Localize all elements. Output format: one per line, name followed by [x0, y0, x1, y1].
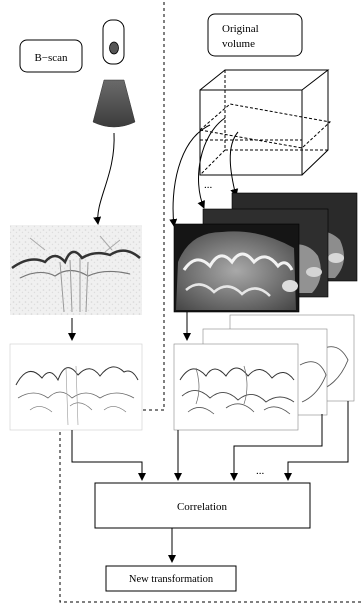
mri-front-slice	[174, 224, 299, 312]
original-volume-label-line1: Original	[222, 23, 259, 35]
mri-front-edge-map	[174, 344, 298, 430]
new-transformation-label: New transformation	[129, 574, 214, 585]
volume-ellipsis: ...	[204, 179, 213, 191]
bscan-edge-map	[10, 344, 142, 430]
mri-edge-map-stack	[174, 315, 354, 430]
slices-ellipsis: ...	[256, 465, 265, 477]
arrow-probe-to-bscan	[98, 133, 114, 224]
correlation-box: Correlation	[95, 483, 310, 528]
original-volume-label-box: Original volume	[208, 14, 302, 56]
mri-slice-stack	[174, 193, 357, 312]
ultrasound-bscan-image	[10, 225, 142, 315]
ultrasound-probe-icon	[93, 20, 135, 127]
original-volume-label-line2: volume	[222, 38, 255, 50]
correlation-label: Correlation	[177, 501, 228, 513]
bscan-label: B−scan	[34, 52, 68, 64]
bscan-label-box: B−scan	[20, 40, 82, 72]
new-transformation-box: New transformation	[106, 566, 236, 591]
